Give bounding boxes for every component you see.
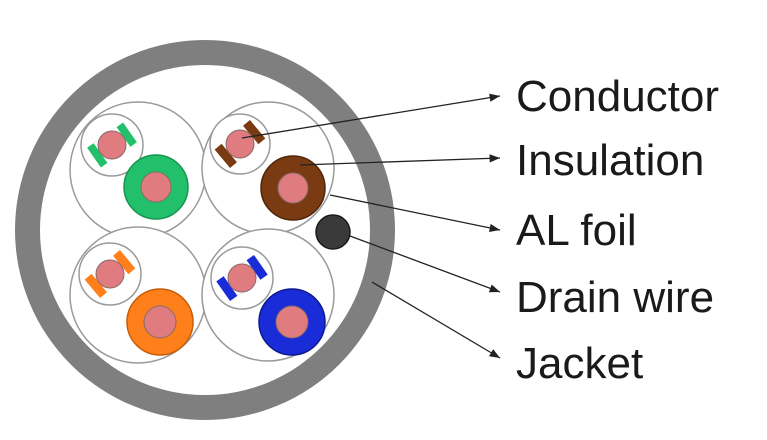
leader-insulation: [299, 154, 501, 166]
label-drain-wire: Drain wire: [516, 273, 714, 322]
leader-lines: [241, 93, 501, 359]
leader-al-foil: [329, 194, 501, 232]
leader-jacket: [371, 281, 501, 359]
orange-pair-icon: [69, 226, 207, 364]
label-jacket: Jacket: [516, 339, 643, 388]
label-al-foil: AL foil: [516, 206, 637, 255]
blue-pair-icon: [201, 228, 335, 362]
label-insulation: Insulation: [516, 136, 704, 185]
label-conductor: Conductor: [516, 72, 719, 121]
leader-drain-wire: [349, 235, 501, 293]
drain-wire-icon: [315, 214, 351, 250]
leader-conductor: [241, 93, 501, 139]
green-pair-icon: [69, 101, 207, 239]
brown-pair-icon: [201, 101, 335, 235]
